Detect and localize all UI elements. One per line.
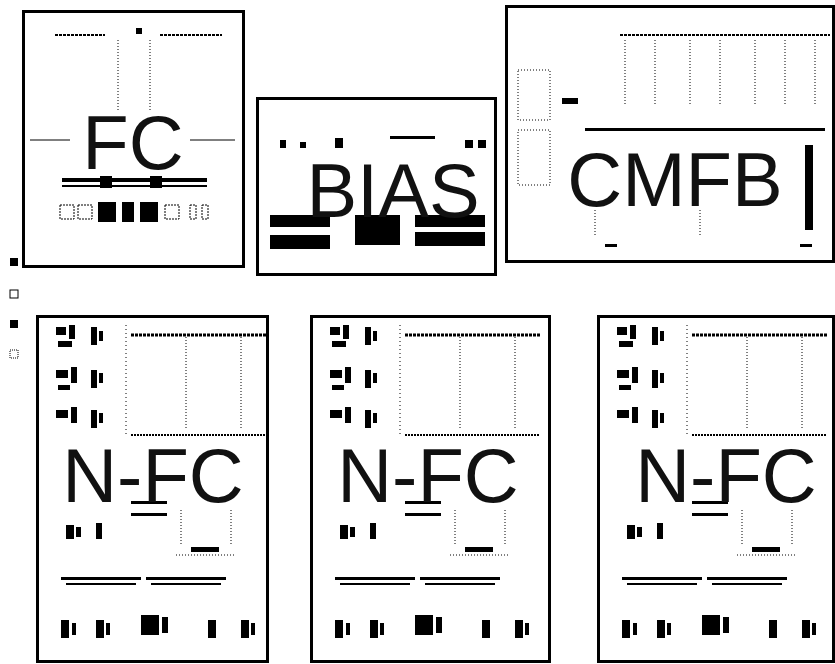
layout-shape bbox=[805, 145, 813, 230]
layout-shape bbox=[60, 205, 74, 219]
fc-art bbox=[30, 28, 235, 222]
side-marks bbox=[10, 258, 18, 358]
layout-shape bbox=[122, 202, 134, 222]
block-label: FC bbox=[82, 105, 183, 181]
layout-shape bbox=[755, 40, 756, 105]
layout-shape bbox=[518, 130, 550, 185]
layout-shape bbox=[55, 34, 105, 36]
layout-shape bbox=[160, 34, 222, 36]
layout-shape bbox=[815, 40, 816, 105]
layout-shape bbox=[190, 205, 196, 219]
layout-shape bbox=[10, 320, 18, 328]
layout-shape bbox=[335, 138, 343, 148]
layout-block: FC bbox=[22, 10, 245, 268]
layout-shape bbox=[140, 202, 158, 222]
layout-shape bbox=[78, 205, 92, 219]
layout-shape bbox=[280, 140, 286, 148]
block-label: N-FC bbox=[337, 438, 519, 514]
layout-shape bbox=[800, 244, 812, 247]
layout-shape bbox=[98, 202, 116, 222]
layout-shape bbox=[165, 205, 179, 219]
block-label: N-FC bbox=[635, 438, 817, 514]
layout-block: N-FC bbox=[36, 315, 269, 663]
layout-shape bbox=[518, 70, 550, 120]
layout-shape bbox=[150, 40, 151, 110]
layout-shape bbox=[620, 34, 830, 36]
layout-shape bbox=[785, 40, 786, 105]
layout-shape bbox=[118, 40, 119, 110]
layout-shape bbox=[390, 136, 435, 139]
layout-shape bbox=[270, 235, 330, 249]
layout-shape bbox=[300, 142, 306, 148]
block-label: BIAS bbox=[306, 153, 479, 229]
layout-block: CMFB bbox=[505, 5, 835, 263]
nfc-art bbox=[617, 325, 827, 638]
bias-art bbox=[270, 136, 486, 249]
layout-shape bbox=[625, 40, 626, 105]
layout-shape bbox=[585, 128, 825, 131]
layout-shape bbox=[415, 232, 485, 246]
cmfb-art bbox=[518, 35, 830, 247]
layout-shape bbox=[190, 140, 235, 141]
layout-shape bbox=[562, 98, 578, 104]
layout-shape bbox=[202, 205, 208, 219]
layout-shape bbox=[62, 185, 207, 187]
layout-shape bbox=[10, 290, 18, 298]
layout-block: BIAS bbox=[256, 97, 497, 276]
layout-shape bbox=[605, 244, 617, 247]
block-label: N-FC bbox=[62, 438, 244, 514]
layout-shape bbox=[690, 40, 691, 105]
nfc-art bbox=[56, 325, 266, 638]
layout-shape bbox=[655, 40, 656, 105]
layout-shape bbox=[720, 40, 721, 105]
nfc-art bbox=[330, 325, 540, 638]
layout-shape bbox=[465, 140, 473, 148]
layout-shape bbox=[136, 28, 142, 34]
layout-block: N-FC bbox=[597, 315, 835, 663]
layout-shape bbox=[10, 258, 18, 266]
layout-shape bbox=[478, 140, 486, 148]
layout-shape bbox=[10, 350, 18, 358]
block-label: CMFB bbox=[567, 142, 782, 218]
layout-block: N-FC bbox=[310, 315, 551, 663]
layout-shape bbox=[30, 140, 70, 141]
